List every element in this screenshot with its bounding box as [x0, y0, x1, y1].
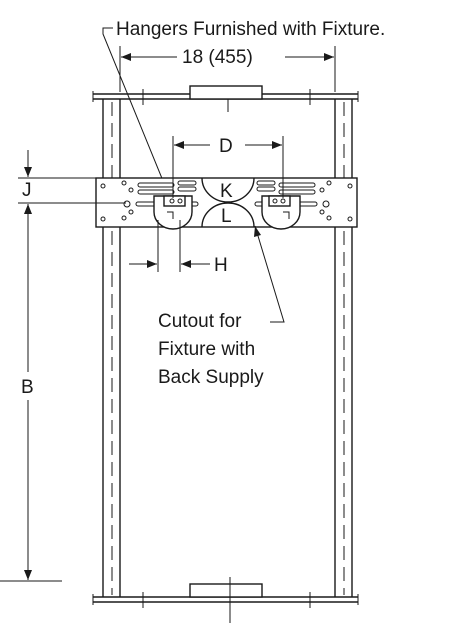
b-label: B: [21, 377, 34, 398]
h-dimension: H: [129, 220, 228, 276]
width-arrowhead-left: [121, 53, 131, 61]
cutout-upper-arc: [201, 177, 255, 203]
cutout-label-line3: Back Supply: [158, 367, 264, 388]
width-arrowhead-right: [324, 53, 334, 61]
k-label: K: [220, 181, 233, 202]
top-tab: [189, 85, 263, 100]
cutout-leader-arrowhead: [254, 226, 261, 237]
b-dimension: B: [0, 204, 62, 582]
left-upright: [102, 99, 121, 597]
mounting-plate: K L: [95, 177, 358, 230]
top-flange: [92, 85, 359, 112]
hanger-right: [261, 195, 301, 230]
hangers-label: Hangers Furnished with Fixture.: [116, 19, 385, 40]
width-label: 18 (455): [182, 47, 253, 68]
j-label: J: [22, 180, 32, 201]
d-label: D: [219, 136, 233, 157]
d-dimension: D: [172, 136, 284, 198]
bottom-tab: [189, 583, 263, 598]
cutout-leader-line: [254, 225, 285, 323]
l-label: L: [221, 206, 232, 227]
cutout-label-line1: Cutout for: [158, 311, 242, 332]
hangers-callout: Hangers Furnished with Fixture.: [102, 19, 385, 199]
hanger-left: [153, 195, 193, 230]
h-label: H: [214, 255, 228, 276]
back-supply-cutout: [201, 177, 255, 228]
hangers-leader-line: [102, 27, 171, 199]
width-dimension: 18 (455): [119, 46, 336, 92]
bottom-flange: [92, 577, 359, 623]
cutout-callout: Cutout for Fixture with Back Supply: [158, 225, 285, 388]
right-upright: [334, 99, 353, 597]
cutout-label-line2: Fixture with: [158, 339, 255, 360]
cutout-lower-arc: [201, 202, 255, 228]
